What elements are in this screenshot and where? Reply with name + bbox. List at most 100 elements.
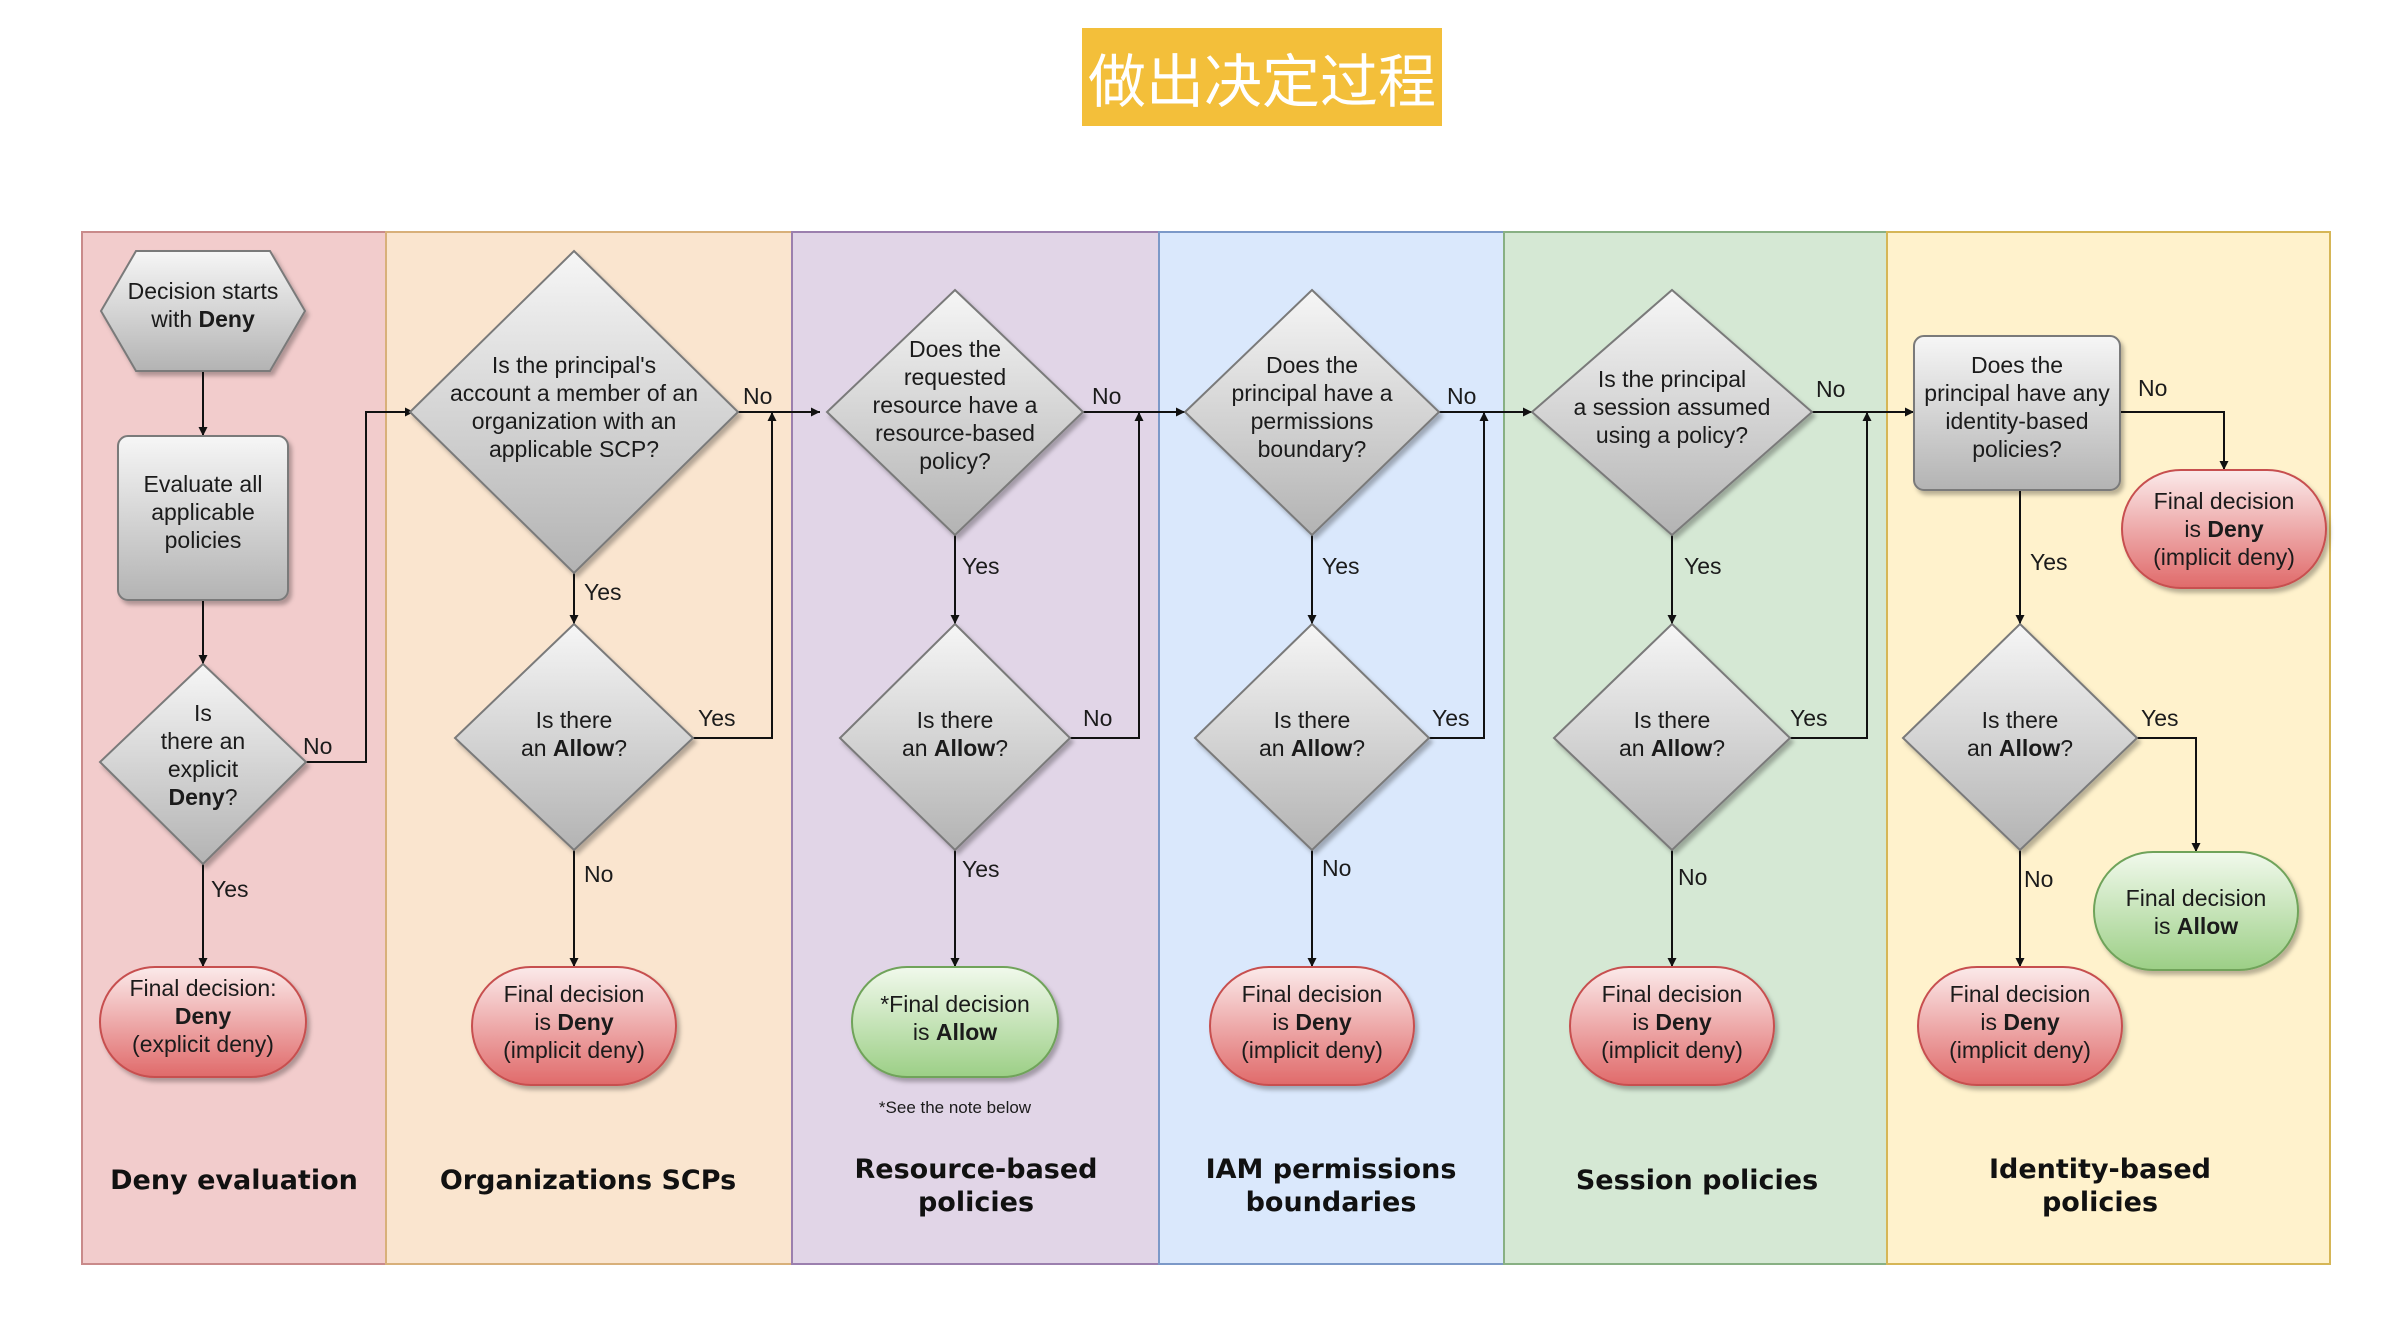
- node-text-line: Is there: [1274, 707, 1351, 733]
- text-segment: policy?: [919, 448, 991, 474]
- edge-sess-allow-yes: [1790, 412, 1872, 739]
- edge-org-allow-yes: [693, 412, 777, 739]
- label-yes: Yes: [1322, 553, 1360, 579]
- text-segment: (implicit deny): [1241, 1037, 1383, 1063]
- final-explicit-deny-terminal: Final decision:Deny(explicit deny): [99, 966, 307, 1078]
- node-text-line: an Allow?: [902, 735, 1008, 761]
- text-segment: permissions: [1251, 408, 1374, 434]
- text-segment: is: [2184, 516, 2207, 542]
- label-yes: Yes: [1684, 553, 1722, 579]
- text-segment: Final decision: [1242, 981, 1383, 1007]
- text-segment: Is the principal's: [492, 352, 656, 378]
- text-segment: identity-based: [1945, 408, 2088, 434]
- lane-title-iam-line1: IAM permissions: [1206, 1154, 1457, 1185]
- label-no: No: [743, 383, 772, 409]
- text-segment: policies: [165, 527, 242, 553]
- text-segment: *Final decision: [880, 991, 1030, 1017]
- edge-ident-allow-yes: [2137, 737, 2201, 852]
- text-segment: Does the: [909, 336, 1001, 362]
- lane-title-deny-evaluation: Deny evaluation: [110, 1165, 358, 1196]
- node-text-line: an Allow?: [1967, 735, 2073, 761]
- text-segment: is: [2154, 913, 2177, 939]
- diagram-title: 做出决定过程: [1087, 48, 1436, 116]
- text-segment: policies?: [1972, 436, 2062, 462]
- label-no: No: [2024, 866, 2053, 892]
- text-segment: (implicit deny): [2153, 544, 2295, 570]
- node-text-line: (explicit deny): [132, 1031, 274, 1057]
- label-yes: Yes: [962, 856, 1000, 882]
- emphasis-text: Deny: [2207, 516, 2263, 542]
- emphasis-text: Allow: [2177, 913, 2238, 939]
- text-segment: Is: [194, 700, 212, 726]
- label-yes: Yes: [698, 705, 736, 731]
- emphasis-text: Deny: [557, 1009, 613, 1035]
- node-text-line: (implicit deny): [1601, 1037, 1743, 1063]
- emphasis-text: Allow: [936, 1019, 997, 1045]
- text-segment: Is there: [536, 707, 613, 733]
- lane-title-identity-line2: policies: [2042, 1187, 2158, 1218]
- edge-deny-check-no: [306, 407, 414, 763]
- node-text-line: resource have a: [873, 392, 1038, 418]
- text-segment: ?: [614, 735, 627, 761]
- text-segment: with: [150, 306, 198, 332]
- text-segment: Does the: [1971, 352, 2063, 378]
- node-text-line: (implicit deny): [2153, 544, 2295, 570]
- text-segment: (implicit deny): [503, 1037, 645, 1063]
- node-text-line: Is the principal's: [492, 352, 656, 378]
- text-segment: there an: [161, 728, 245, 754]
- final-explicit-deny-label: Final decision:Deny(explicit deny): [129, 975, 276, 1057]
- text-segment: Is there: [917, 707, 994, 733]
- lane-title-organizations-scps: Organizations SCPs: [440, 1165, 736, 1196]
- text-segment: Is there: [1634, 707, 1711, 733]
- node-text-line: applicable: [151, 499, 255, 525]
- text-segment: an: [1259, 735, 1291, 761]
- text-segment: using a policy?: [1596, 422, 1748, 448]
- text-segment: resource-based: [875, 420, 1035, 446]
- text-segment: Final decision: [2126, 885, 2267, 911]
- node-text-line: is Allow: [913, 1019, 997, 1045]
- lane-title-identity-line1: Identity-based: [1989, 1154, 2211, 1185]
- text-segment: is: [913, 1019, 936, 1045]
- emphasis-text: Allow: [1291, 735, 1352, 761]
- emphasis-text: Allow: [553, 735, 614, 761]
- node-text-line: Is there: [536, 707, 613, 733]
- text-segment: principal have a: [1231, 380, 1392, 406]
- label-yes: Yes: [1790, 705, 1828, 731]
- text-segment: ?: [995, 735, 1008, 761]
- node-text-line: Is: [194, 700, 212, 726]
- node-text-line: a session assumed: [1574, 394, 1771, 420]
- node-text-line: principal have any: [1924, 380, 2110, 406]
- emphasis-text: Deny: [1655, 1009, 1711, 1035]
- text-segment: Decision starts: [128, 278, 279, 304]
- node-text-line: organization with an: [472, 408, 677, 434]
- node-text-line: Final decision: [1242, 981, 1383, 1007]
- text-segment: is: [534, 1009, 557, 1035]
- edge-ident-no: [2120, 411, 2229, 470]
- text-segment: an: [1967, 735, 1999, 761]
- node-text-line: Is there: [1982, 707, 2059, 733]
- text-segment: boundary?: [1258, 436, 1367, 462]
- node-text-line: Does the: [1266, 352, 1358, 378]
- node-text-line: Final decision: [504, 981, 645, 1007]
- node-text-line: Is the principal: [1598, 366, 1746, 392]
